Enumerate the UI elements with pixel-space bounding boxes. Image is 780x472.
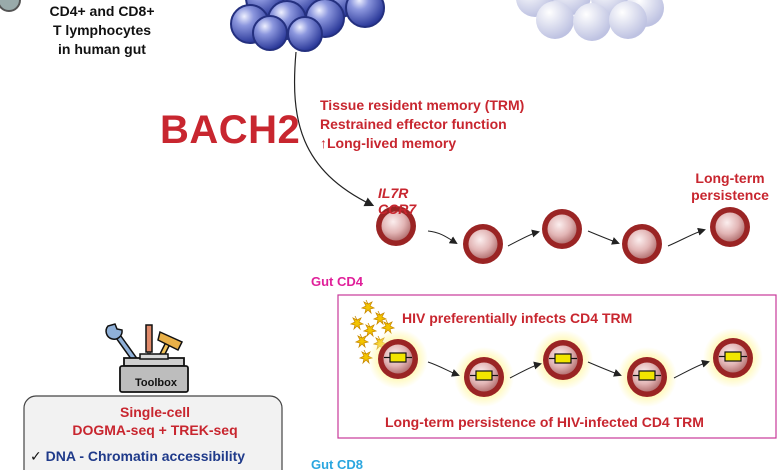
gene-label-ccr7: CCR7 [378, 201, 417, 217]
differentiation-arrow [293, 51, 375, 207]
toolbox-icon [105, 323, 189, 393]
lymphocyte-label-line: T lymphocytes [52, 22, 152, 38]
gene-labels: IL7R CCR7 [378, 185, 416, 217]
check-mark-icon: ✓ [30, 448, 42, 464]
lymphocyte-label-line: CD4+ and CD8+ [49, 3, 155, 19]
gut-cd4-heading: Gut CD4 [311, 274, 363, 289]
lymphocyte-label: CD4+ and CD8+ T lymphocytes in human gut [22, 2, 182, 59]
infected-memory-t-cell-icon [368, 329, 428, 389]
persistence-label-line: Long-term [695, 170, 765, 186]
memory-t-cell-icon [622, 224, 662, 264]
hiv-persistence-text: Long-term persistence of HIV-infected CD… [385, 414, 704, 430]
small-cell-icon [0, 0, 21, 12]
infected-memory-t-cell-icon [533, 330, 593, 390]
toolbox-title: Single-cell DOGMA-seq + TREK-seq [30, 403, 280, 439]
infected-memory-t-cell-icon [617, 347, 677, 407]
t-cell-cluster-icon [230, 0, 385, 52]
memory-t-cell-icon [710, 207, 750, 247]
trm-feature-line: Tissue resident memory (TRM) [320, 97, 525, 113]
infected-memory-t-cell-icon [454, 347, 514, 407]
memory-t-cell-icon [463, 224, 503, 264]
toolbox-title-line: DOGMA-seq + TREK-seq [72, 422, 238, 438]
toolbox-label: Toolbox [135, 377, 177, 389]
memory-t-cell-icon [542, 209, 582, 249]
toolbox-item-text: DNA - Chromatin accessibility [45, 448, 246, 464]
trm-feature-line: Restrained effector function [320, 116, 507, 132]
toolbox-panel [23, 395, 283, 470]
trm-features: Tissue resident memory (TRM) Restrained … [320, 96, 524, 153]
infected-cell-chain [368, 328, 763, 407]
hiv-infection-text: HIV preferentially infects CD4 TRM [402, 310, 633, 326]
infected-memory-t-cell-icon [703, 328, 763, 388]
persistence-label-line: persistence [691, 187, 769, 203]
gene-label-il7r: IL7R [378, 185, 409, 201]
lymphocyte-label-line: in human gut [58, 41, 146, 57]
toolbox-title-line: Single-cell [119, 404, 191, 420]
memory-cell-chain [376, 206, 750, 264]
toolbox-item: ✓ DNA - Chromatin accessibility [30, 448, 245, 465]
trm-feature-line: ↑Long-lived memory [320, 135, 457, 151]
bach2-title: BACH2 [160, 108, 301, 152]
gut-cd8-heading: Gut CD8 [311, 457, 363, 472]
faded-t-cell-cluster-icon [516, 0, 664, 41]
memory-t-cell-icon [376, 206, 416, 246]
persistence-label: Long-term persistence [680, 170, 780, 204]
